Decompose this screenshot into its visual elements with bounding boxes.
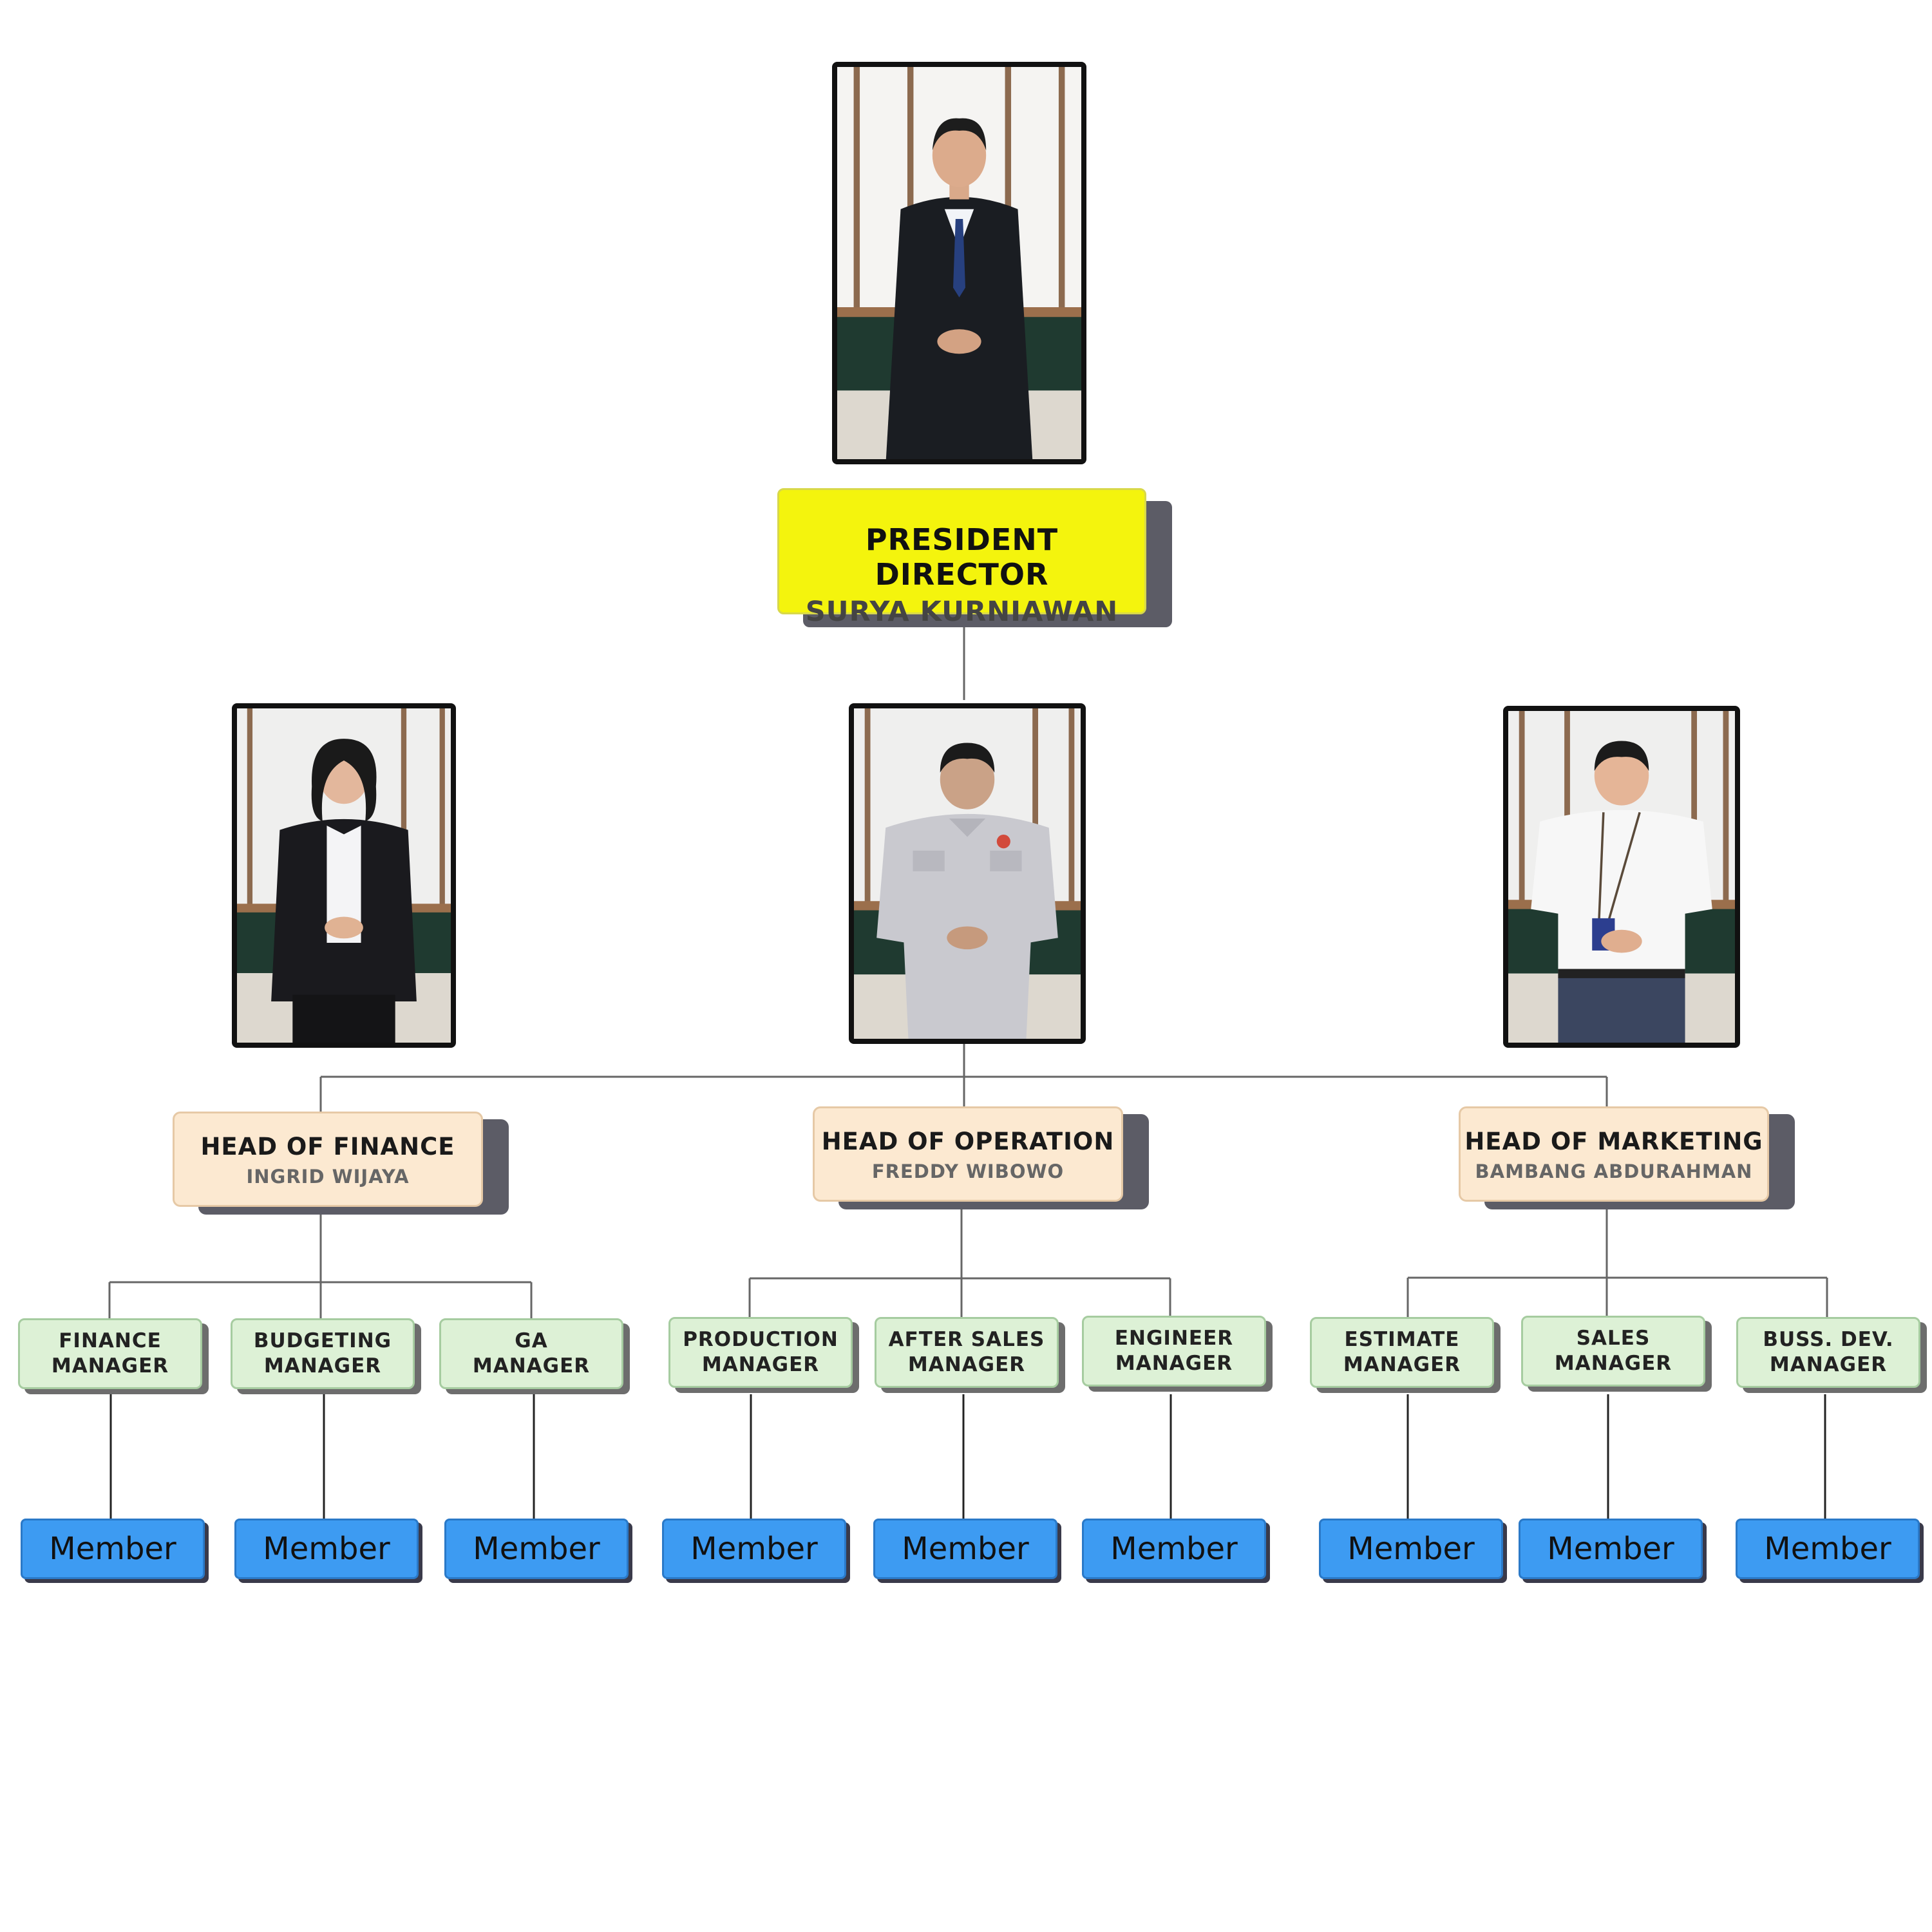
manager-title: PRODUCTION: [683, 1328, 838, 1351]
budgeting-manager-box: BUDGETING MANAGER: [231, 1318, 415, 1389]
manager-title: MANAGER: [472, 1354, 591, 1378]
president-name: SURYA KURNIAWAN: [805, 596, 1119, 628]
head-of-operation-box: HEAD OF OPERATION FREDDY WIBOWO: [813, 1106, 1123, 1202]
manager-title: MANAGER: [701, 1353, 820, 1376]
member-box-estimate: Member: [1319, 1519, 1503, 1579]
after-sales-manager-box: AFTER SALES MANAGER: [875, 1317, 1059, 1388]
manager-title: GA: [515, 1329, 548, 1352]
member-box-sales: Member: [1519, 1519, 1703, 1579]
member-label: Member: [1547, 1531, 1674, 1567]
president-director-box: PRESIDENT DIRECTOR SURYA KURNIAWAN: [777, 488, 1146, 628]
manager-title: AFTER SALES: [888, 1328, 1045, 1351]
head-of-marketing-box: HEAD OF MARKETING BAMBANG ABDURAHMAN: [1459, 1106, 1769, 1202]
estimate-manager-box: ESTIMATE MANAGER: [1310, 1317, 1494, 1388]
manager-title: FINANCE: [59, 1329, 162, 1352]
head-title: HEAD OF OPERATION: [821, 1128, 1115, 1155]
member-box-buss-dev: Member: [1736, 1519, 1920, 1579]
member-label: Member: [49, 1531, 176, 1567]
member-label: Member: [263, 1531, 390, 1567]
head-name: INGRID WIJAYA: [246, 1166, 410, 1188]
manager-title: MANAGER: [51, 1354, 169, 1378]
production-manager-box: PRODUCTION MANAGER: [668, 1317, 853, 1388]
manager-title: ENGINEER: [1114, 1327, 1234, 1350]
manager-title: MANAGER: [263, 1354, 382, 1378]
head-of-finance-box: HEAD OF FINANCE INGRID WIJAYA: [173, 1112, 483, 1207]
head-of-finance-photo: [232, 703, 456, 1048]
member-box-after-sales: Member: [873, 1519, 1057, 1579]
manager-title: BUSS. DEV.: [1763, 1328, 1894, 1351]
president-title: PRESIDENT DIRECTOR: [865, 522, 1059, 592]
manager-title: MANAGER: [1343, 1353, 1461, 1376]
engineer-manager-box: ENGINEER MANAGER: [1082, 1316, 1266, 1387]
manager-title: BUDGETING: [253, 1329, 392, 1352]
head-name: FREDDY WIBOWO: [871, 1160, 1065, 1182]
member-label: Member: [473, 1531, 600, 1567]
manager-title: MANAGER: [1115, 1352, 1233, 1375]
sales-manager-box: SALES MANAGER: [1521, 1316, 1705, 1387]
manager-title: ESTIMATE: [1344, 1328, 1460, 1351]
member-box-finance: Member: [21, 1519, 205, 1579]
head-name: BAMBANG ABDURAHMAN: [1475, 1160, 1753, 1182]
head-of-marketing-photo: [1503, 706, 1740, 1048]
member-label: Member: [1347, 1531, 1475, 1567]
member-label: Member: [1764, 1531, 1891, 1567]
member-label: Member: [1110, 1531, 1238, 1567]
member-label: Member: [690, 1531, 818, 1567]
manager-title: MANAGER: [907, 1353, 1026, 1376]
head-of-operation-photo: [849, 703, 1086, 1044]
ga-manager-box: GA MANAGER: [439, 1318, 623, 1389]
manager-title: MANAGER: [1769, 1353, 1888, 1376]
head-title: HEAD OF MARKETING: [1464, 1128, 1763, 1155]
head-title: HEAD OF FINANCE: [200, 1133, 455, 1160]
member-box-ga: Member: [444, 1519, 629, 1579]
manager-title: SALES: [1576, 1327, 1651, 1350]
member-box-budgeting: Member: [234, 1519, 419, 1579]
finance-manager-box: FINANCE MANAGER: [18, 1318, 202, 1389]
member-box-production: Member: [662, 1519, 846, 1579]
member-label: Member: [902, 1531, 1029, 1567]
member-box-engineer: Member: [1082, 1519, 1266, 1579]
president-photo: [832, 62, 1086, 464]
buss-dev-manager-box: BUSS. DEV. MANAGER: [1736, 1317, 1920, 1388]
manager-title: MANAGER: [1554, 1352, 1672, 1375]
